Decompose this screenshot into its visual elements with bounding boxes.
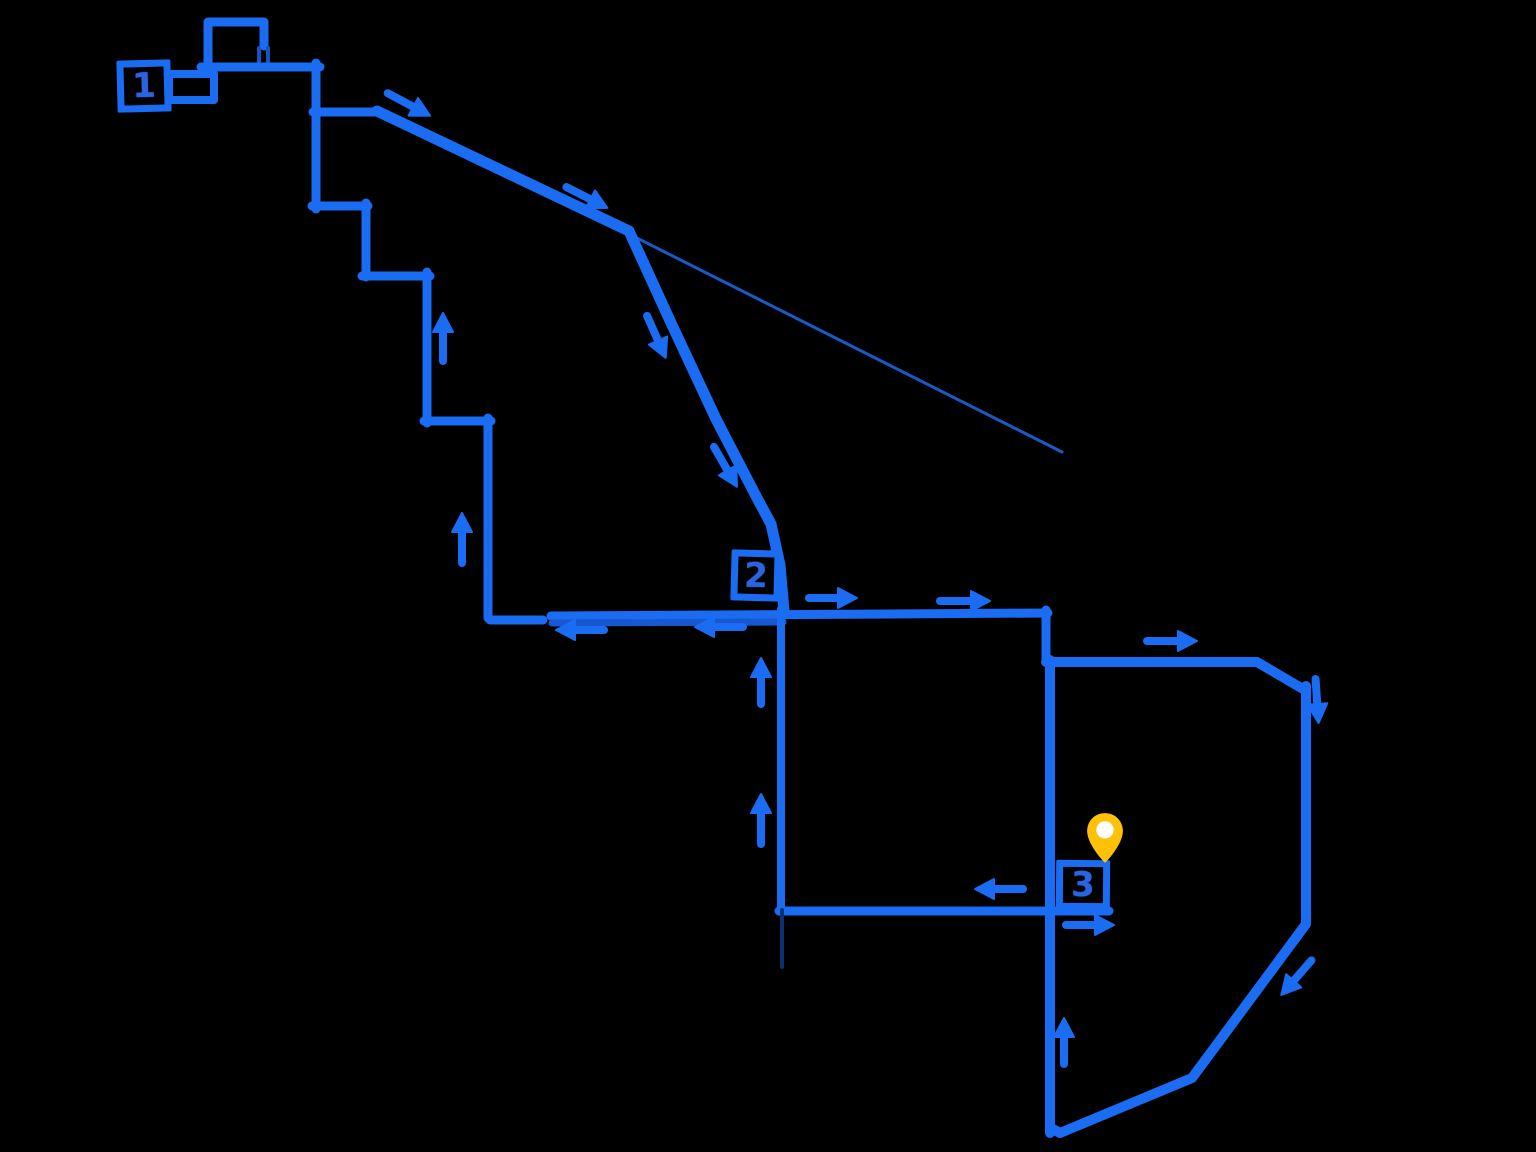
direction-arrow-right-2	[936, 590, 991, 612]
route-segment-start-spur-rect	[165, 70, 218, 104]
route-segment-diagonal-long	[371, 105, 635, 237]
direction-arrow-diag-2	[562, 183, 609, 210]
route-segment-start-loop	[203, 17, 269, 70]
route-segment-right-horizontal	[1041, 657, 1308, 694]
direction-arrow-up-1	[432, 312, 454, 365]
direction-arrow-diag-1	[383, 89, 432, 117]
direction-arrow-up-4	[750, 793, 772, 848]
direction-arrow-downleft-1	[1280, 956, 1316, 997]
route-segment-right-outer-edge	[1046, 681, 1311, 1138]
direction-arrow-steep-1	[643, 311, 669, 359]
direction-arrow-steep-2	[710, 442, 738, 488]
marker-1-label: 1	[131, 65, 157, 107]
direction-arrow-left-1	[555, 619, 608, 641]
direction-arrow-up-3	[750, 657, 772, 708]
direction-arrow-up-5	[1053, 1017, 1075, 1068]
direction-arrow-left-3	[974, 878, 1027, 900]
direction-arrow-up-2	[451, 512, 473, 567]
direction-arrow-right-3	[1143, 630, 1198, 652]
route-segment-return-horizontal	[548, 618, 787, 627]
direction-arrow-right-1	[805, 587, 858, 609]
route-marker-1[interactable]: 1	[116, 59, 172, 113]
route-segment-thin-sight-line	[631, 234, 1064, 454]
route-marker-2[interactable]: 2	[730, 549, 782, 602]
route-segment-main-horizontal	[546, 608, 1053, 621]
direction-arrow-down-1	[1306, 675, 1329, 724]
location-pin-icon[interactable]	[1085, 812, 1125, 864]
route-marker-3[interactable]: 3	[1055, 859, 1111, 911]
marker-2-label: 2	[743, 555, 769, 596]
direction-arrow-right-4	[1062, 914, 1115, 936]
marker-3-label: 3	[1070, 864, 1096, 906]
direction-arrow-left-2	[694, 616, 747, 638]
